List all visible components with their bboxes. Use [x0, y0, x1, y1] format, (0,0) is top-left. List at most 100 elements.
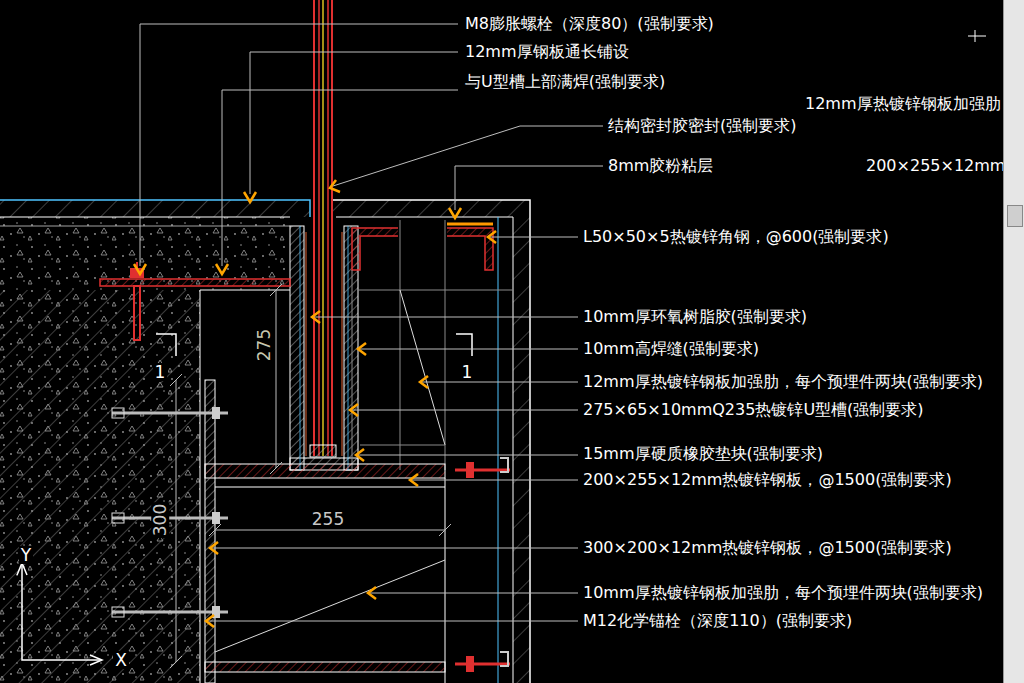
callout-text: 结构密封胶密封(强制要求) — [606, 117, 798, 135]
leader-lines — [360, 349, 578, 350]
leader-lines — [222, 90, 458, 266]
leader-lines — [314, 317, 578, 318]
leader-lines — [333, 126, 603, 186]
axis-label: X — [113, 651, 129, 669]
concrete-slab — [0, 200, 310, 217]
concrete-slab — [0, 226, 290, 227]
leader-arrows — [244, 192, 256, 202]
glass-panel — [331, 0, 333, 456]
callout-text: 300×200×12mm热镀锌钢板，@1500(强制要求) — [581, 539, 954, 557]
callout-text: M8膨胀螺栓（深度80）(强制要求) — [463, 15, 716, 33]
top-steel-plate — [100, 279, 290, 286]
grid-lines — [400, 220, 401, 470]
callout-text: 12mm厚热镀锌钢板加强肋 — [803, 95, 1003, 113]
corner-mark — [968, 36, 986, 37]
corner-mark — [968, 30, 986, 42]
leader-lines — [410, 480, 578, 481]
dimension-lines — [170, 656, 182, 668]
leader-arrows — [356, 449, 364, 461]
dimension-lines — [439, 524, 451, 536]
grid-lines — [358, 290, 513, 291]
corner-mark — [975, 30, 976, 42]
embedded-plates — [205, 662, 445, 672]
concrete-slab — [0, 217, 290, 290]
leader-arrows — [488, 231, 496, 243]
leader-lines — [358, 455, 578, 456]
leader-arrows — [420, 376, 428, 388]
anchor-bolts — [212, 512, 220, 524]
concrete-slab — [0, 200, 310, 217]
dimension-lines — [170, 374, 182, 386]
glass-panel — [313, 0, 315, 456]
callout-text: 275×65×10mmQ235热镀锌U型槽(强制要求) — [581, 401, 926, 419]
callout-text: 12mm厚钢板通长铺设 — [463, 43, 631, 61]
anchor-bolts — [112, 517, 228, 520]
dimension-lines — [276, 290, 277, 468]
callout-text: 200×255×12mm热 — [864, 157, 1023, 175]
embedded-plates — [205, 464, 445, 478]
callout-text: 10mm厚环氧树脂胶(强制要求) — [581, 308, 809, 326]
concrete-slab — [0, 200, 310, 683]
stone-bolts — [466, 656, 474, 672]
dimension-lines — [176, 380, 177, 662]
leader-lines — [206, 621, 578, 622]
leader-lines — [140, 24, 458, 266]
leader-arrows — [330, 180, 340, 192]
section-number: 1 — [460, 363, 475, 381]
section-number: 1 — [153, 363, 168, 381]
callout-text: 与U型槽上部满焊(强制要求) — [463, 73, 667, 91]
axis-label: Y — [19, 546, 33, 564]
ucs-icon — [17, 563, 102, 665]
callout-text: 10mm高焊缝(强制要求) — [581, 340, 761, 358]
anchor-bolts — [112, 407, 228, 618]
u-channel — [290, 226, 304, 470]
dimension-text: 300 — [151, 502, 169, 538]
callout-text: L50×50×5热镀锌角钢，@600(强制要求) — [581, 228, 891, 246]
top-steel-plate — [134, 286, 140, 340]
ucs-icon — [17, 563, 27, 575]
dimension-lines — [215, 530, 445, 531]
glass-panel — [322, 0, 324, 456]
leader-arrows — [410, 474, 418, 486]
concrete-slab — [0, 290, 200, 683]
leader-arrows — [449, 208, 461, 218]
stone-cladding — [333, 200, 530, 683]
u-channel — [300, 226, 301, 470]
stone-cladding — [336, 217, 513, 683]
glass-panel — [310, 445, 336, 457]
callout-text: M12化学锚栓（深度110）(强制要求) — [581, 612, 854, 630]
anchor-bolts — [112, 408, 124, 418]
leader-lines — [455, 166, 603, 210]
dimension-text: 255 — [310, 510, 346, 528]
callout-text: 200×255×12mm热镀锌钢板，@1500(强制要求) — [581, 471, 954, 489]
glass-panel — [318, 0, 320, 456]
dimension-lines — [170, 284, 451, 668]
stone-bolts — [455, 458, 510, 672]
callout-text: 12mm厚热镀锌钢板加强肋，每个预埋件两块(强制要求) — [581, 373, 985, 391]
dimension-lines — [270, 284, 282, 296]
concrete-slab — [0, 290, 200, 683]
leader-lines — [422, 382, 578, 383]
grid-lines — [445, 220, 446, 470]
leader-arrows — [312, 311, 320, 323]
stone-cladding — [333, 200, 530, 217]
anchor-bolts — [112, 607, 124, 617]
grid-lines — [400, 290, 445, 445]
leader-arrows — [368, 587, 376, 599]
stone-bolts — [500, 458, 508, 472]
leader-lines — [490, 237, 578, 238]
angle-steel — [447, 228, 493, 270]
leader-lines — [250, 52, 458, 194]
anchor-bolts — [112, 412, 228, 415]
embedded-plates — [445, 478, 446, 683]
embedded-plates — [205, 380, 445, 683]
grid-lines — [360, 445, 445, 446]
leader-lines — [370, 593, 578, 594]
leader-arrows — [358, 343, 366, 355]
stone-bolts — [466, 462, 474, 478]
leader-lines — [210, 548, 578, 549]
section-marks — [156, 334, 472, 356]
glass-panel — [310, 0, 336, 457]
dimension-text: 275 — [255, 327, 273, 363]
